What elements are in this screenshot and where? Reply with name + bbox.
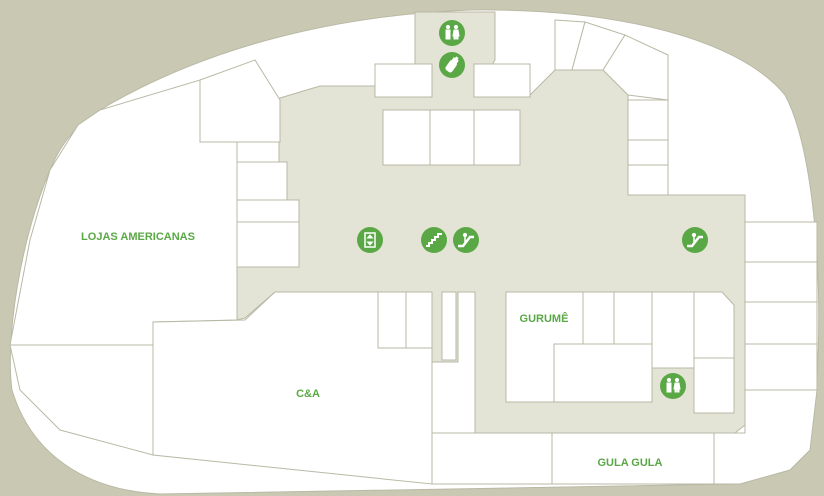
store-unit[interactable] <box>441 291 457 361</box>
store-unit[interactable] <box>553 343 653 403</box>
store-unit[interactable] <box>382 109 521 166</box>
store-unit[interactable] <box>651 291 695 369</box>
escalator-icon[interactable] <box>453 227 479 253</box>
store-unit[interactable] <box>473 63 531 98</box>
store-unit[interactable] <box>236 221 300 268</box>
store-unit[interactable] <box>582 291 615 345</box>
store-unit[interactable] <box>693 357 735 414</box>
store-unit[interactable] <box>744 301 818 345</box>
store-unit[interactable] <box>236 141 280 163</box>
store-unit[interactable] <box>236 161 288 201</box>
store-unit[interactable] <box>744 343 818 391</box>
store-unit[interactable] <box>602 34 669 101</box>
store-unit[interactable] <box>374 63 433 98</box>
escalator-icon[interactable] <box>682 227 708 253</box>
store-unit[interactable] <box>627 164 669 196</box>
baby-bottle-icon[interactable] <box>439 52 465 78</box>
label-lojas-americanas: LOJAS AMERICANAS <box>81 231 195 243</box>
restroom-icon[interactable] <box>439 20 465 46</box>
store-gula-gula[interactable] <box>551 432 715 485</box>
store-unit[interactable] <box>627 99 669 141</box>
label-gurume: GURUMÊ <box>520 312 569 325</box>
label-gula-gula: GULA GULA <box>598 457 663 469</box>
store-unit[interactable] <box>431 432 553 485</box>
store-unit[interactable] <box>377 291 407 349</box>
store-unit[interactable] <box>693 291 735 359</box>
store-unit[interactable] <box>627 139 669 166</box>
label-c-and-a: C&A <box>296 388 320 400</box>
stairs-icon[interactable] <box>421 227 447 253</box>
store-unit[interactable] <box>405 291 433 349</box>
store-unit[interactable] <box>613 291 653 345</box>
store-unit[interactable] <box>744 221 818 263</box>
store-unit[interactable] <box>744 261 818 303</box>
store-unit[interactable] <box>9 344 154 456</box>
elevator-icon[interactable] <box>357 227 383 253</box>
store-unit[interactable] <box>713 389 818 485</box>
restroom-icon[interactable] <box>660 373 686 399</box>
store-unit[interactable] <box>236 199 300 223</box>
